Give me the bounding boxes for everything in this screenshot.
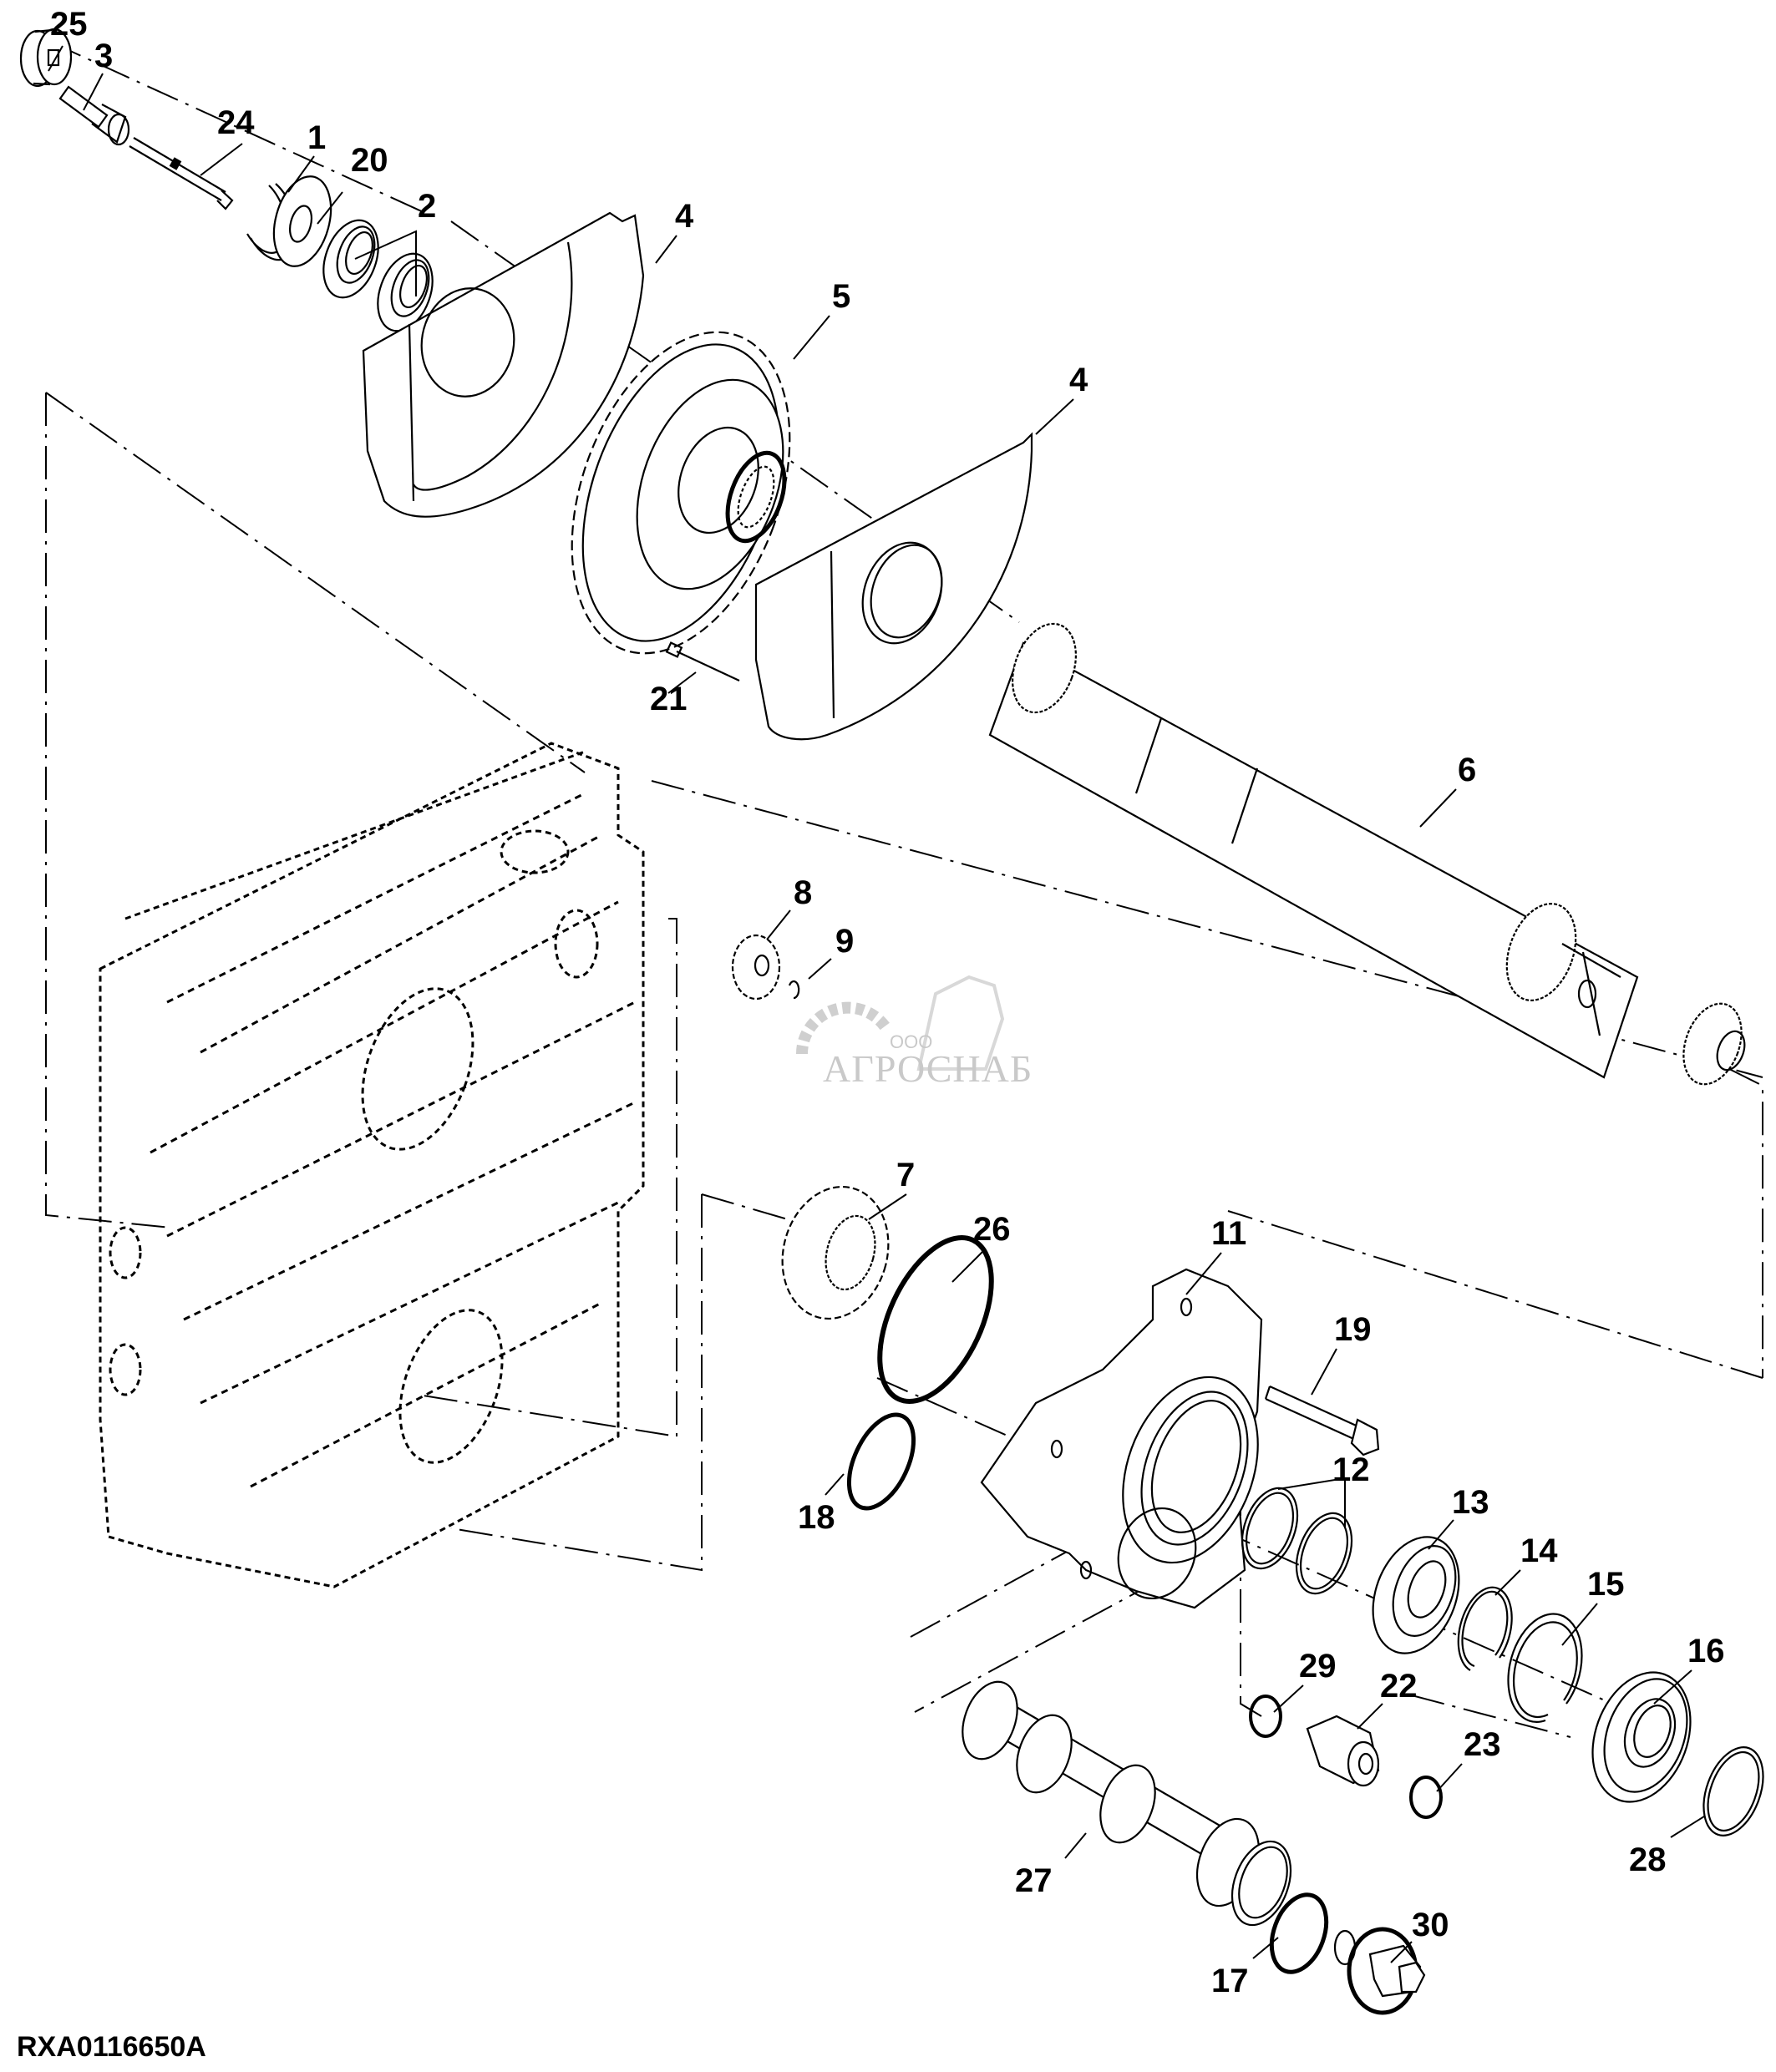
part-8-small-gear[interactable] xyxy=(731,934,781,1001)
part-3-pin[interactable] xyxy=(58,85,130,146)
callout-29: 29 xyxy=(1299,1648,1337,1684)
part-24-rod[interactable] xyxy=(129,137,234,210)
callout-3: 3 xyxy=(94,38,113,74)
part-29-o-ring[interactable] xyxy=(1249,1695,1282,1738)
reference-code: RXA0116650A xyxy=(17,2031,206,2063)
part-16-seal[interactable] xyxy=(1576,1659,1707,1816)
callout-30: 30 xyxy=(1412,1907,1449,1943)
part-18-o-ring[interactable] xyxy=(836,1405,927,1518)
callout-labels: 25 3 24 1 20 2 4 5 4 21 6 8 9 7 26 11 19… xyxy=(50,6,1725,1999)
part-19-cap-screw[interactable] xyxy=(1264,1385,1380,1456)
part-30-plug[interactable] xyxy=(1333,1927,1426,2015)
part-22-fitting[interactable] xyxy=(1306,1715,1380,1787)
callout-13: 13 xyxy=(1452,1484,1489,1521)
part-20-washer[interactable] xyxy=(265,170,340,273)
callout-8: 8 xyxy=(794,874,812,911)
callout-16: 16 xyxy=(1687,1633,1725,1669)
callout-12: 12 xyxy=(1332,1451,1370,1488)
part-11-housing[interactable] xyxy=(980,1268,1282,1609)
callout-19: 19 xyxy=(1334,1311,1372,1348)
part-6-shaft[interactable] xyxy=(988,615,1752,1092)
callout-11: 11 xyxy=(1211,1215,1246,1252)
part-14-snap-ring[interactable] xyxy=(1457,1586,1513,1671)
part-2-bearings[interactable] xyxy=(313,213,442,339)
callout-23: 23 xyxy=(1464,1726,1501,1763)
part-9-ring[interactable] xyxy=(788,980,800,1000)
part-28-snap-ring[interactable] xyxy=(1692,1739,1774,1843)
callout-14: 14 xyxy=(1520,1532,1558,1569)
assembly-axis-lines xyxy=(45,41,1763,1738)
part-26-o-ring[interactable] xyxy=(857,1221,1014,1419)
callout-4-upper: 4 xyxy=(675,198,694,235)
callout-21: 21 xyxy=(650,681,688,717)
callout-1: 1 xyxy=(307,119,326,156)
part-27-filter-screen[interactable] xyxy=(952,1674,1301,1933)
callout-28: 28 xyxy=(1629,1841,1667,1878)
callout-24: 24 xyxy=(217,104,255,141)
callout-4-lower: 4 xyxy=(1069,362,1088,398)
part-25-cap[interactable] xyxy=(19,28,73,88)
callout-17: 17 xyxy=(1211,1963,1249,1999)
part-13-ball-bearing[interactable] xyxy=(1357,1525,1474,1665)
part-17-o-ring[interactable] xyxy=(1261,1887,1336,1980)
watermark-brand: АГРОСНАБ xyxy=(823,1047,1033,1090)
callout-9: 9 xyxy=(835,923,854,960)
callout-26: 26 xyxy=(973,1211,1011,1248)
transmission-case-block xyxy=(99,742,645,1588)
callout-6: 6 xyxy=(1458,752,1476,788)
part-5-large-gear[interactable] xyxy=(531,302,831,684)
callout-2: 2 xyxy=(418,188,436,225)
part-21-rivet[interactable] xyxy=(665,641,740,681)
callout-25: 25 xyxy=(50,6,88,43)
part-15-snap-ring[interactable] xyxy=(1507,1613,1583,1723)
watermark-logo: ООО АГРОСНАБ xyxy=(795,975,1033,1090)
callout-22: 22 xyxy=(1380,1668,1418,1705)
callout-15: 15 xyxy=(1587,1566,1625,1603)
leader-lines xyxy=(48,45,1705,1963)
watermark-prefix: ООО xyxy=(890,1031,932,1052)
part-7-spur-gear[interactable] xyxy=(768,1175,902,1331)
part-4-upper-shield[interactable] xyxy=(362,211,645,518)
part-23-o-ring[interactable] xyxy=(1409,1776,1443,1819)
callout-18: 18 xyxy=(798,1499,835,1536)
callout-27: 27 xyxy=(1015,1862,1053,1899)
callout-7: 7 xyxy=(896,1157,915,1193)
callout-20: 20 xyxy=(351,142,388,179)
callout-5: 5 xyxy=(832,278,850,315)
part-12-seal-rings[interactable] xyxy=(1232,1481,1362,1601)
part-4-lower-shield[interactable] xyxy=(754,432,1033,741)
